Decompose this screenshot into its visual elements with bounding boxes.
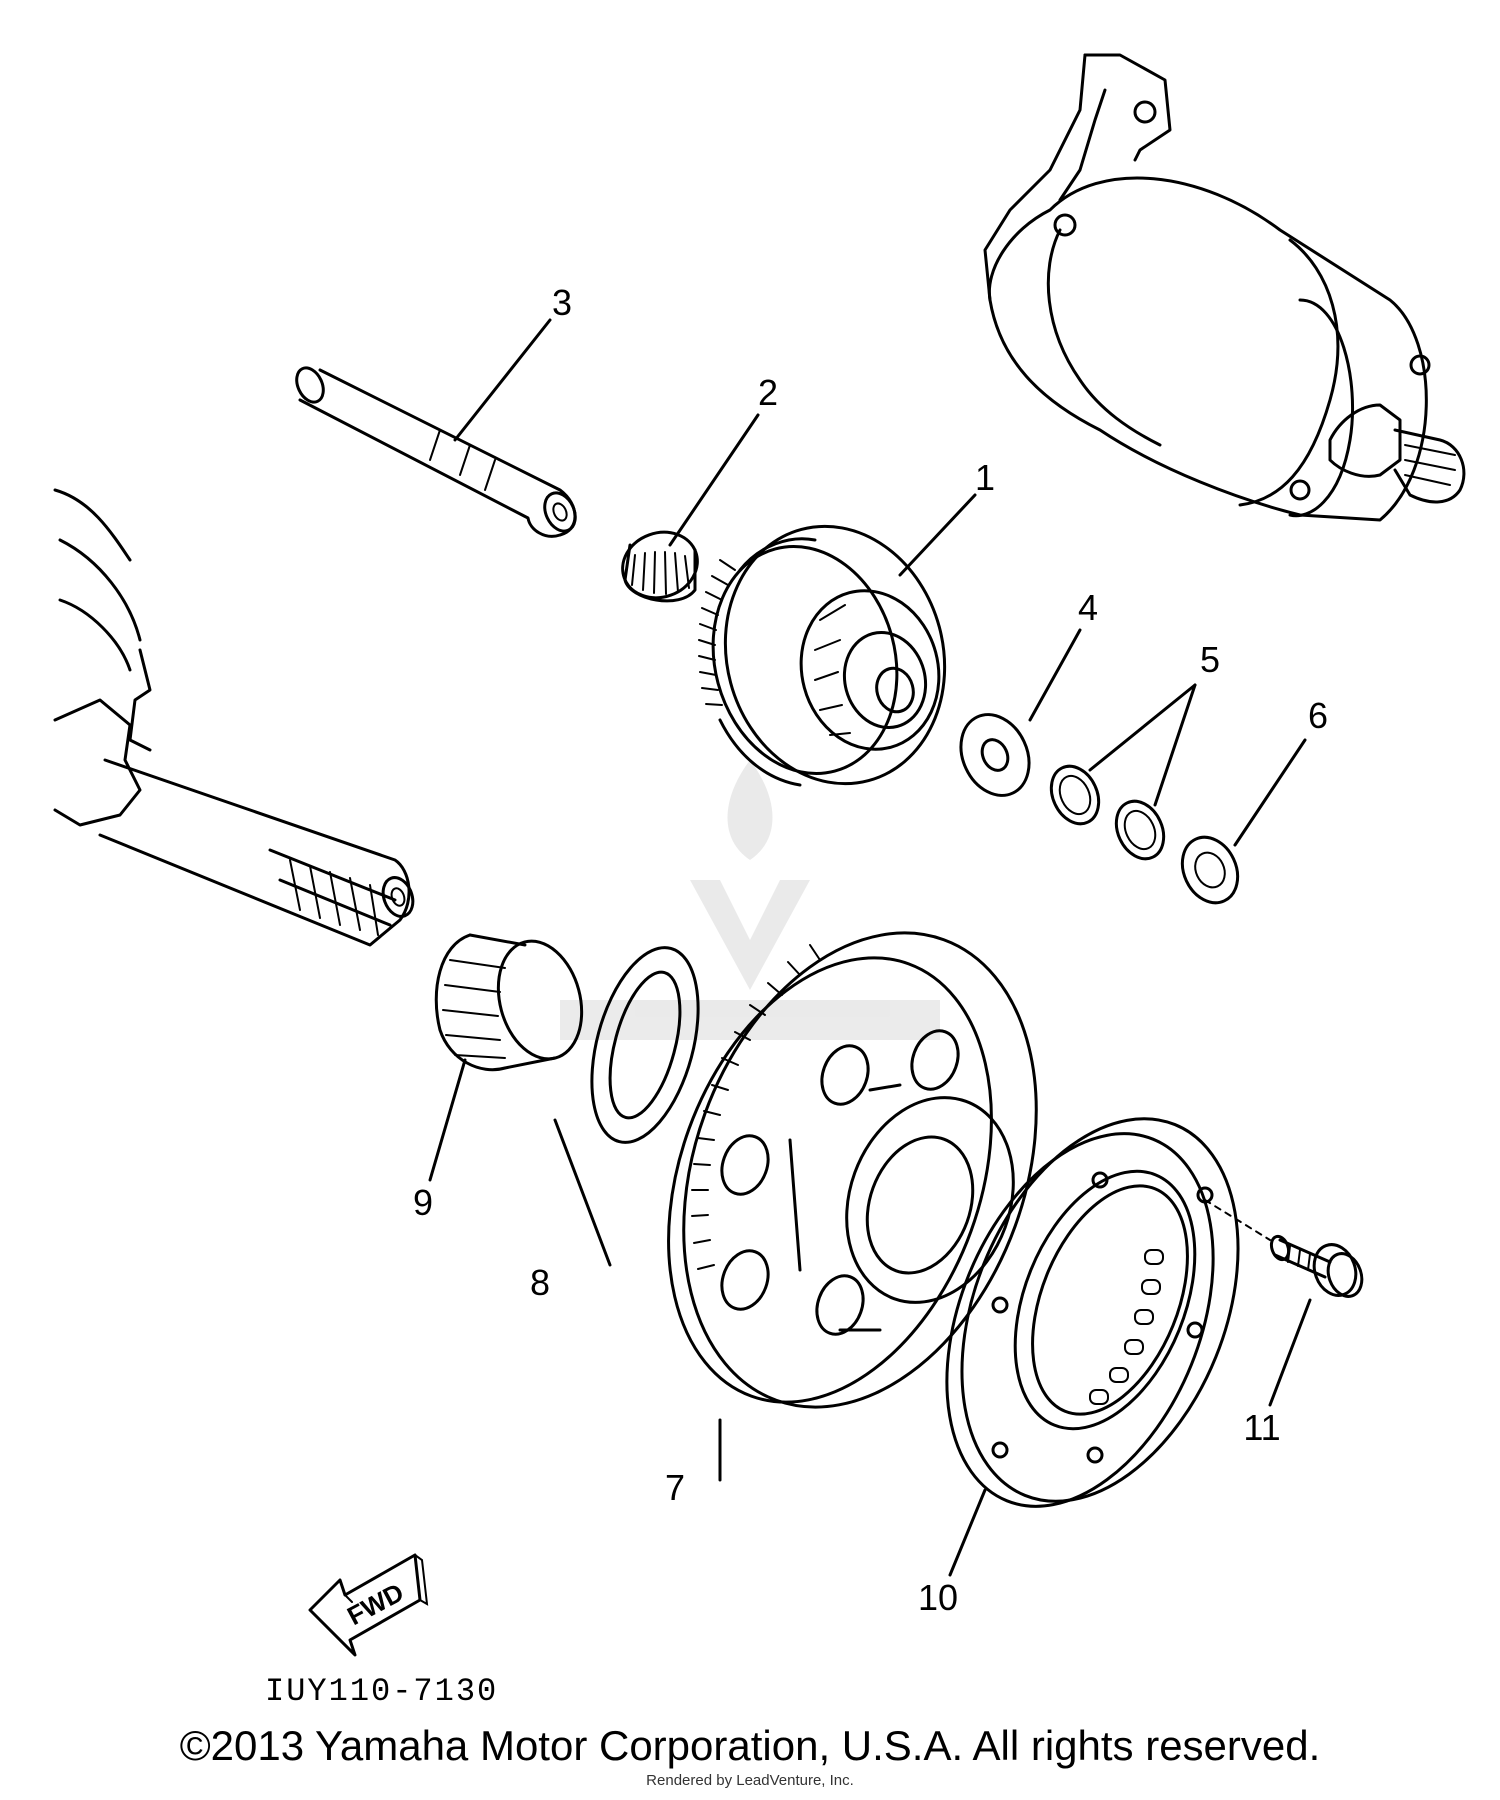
circlip-5b [1114, 799, 1166, 861]
callout-6: 6 [1308, 695, 1328, 736]
circlip-5a [1049, 764, 1101, 826]
callout-8: 8 [530, 1262, 550, 1303]
washer-4 [959, 713, 1031, 797]
callout-7: 7 [665, 1467, 685, 1508]
shaft-3 [295, 366, 577, 538]
watermark-logo [560, 760, 940, 1040]
washer-6 [1180, 835, 1240, 905]
needle-bearing-9 [434, 933, 584, 1072]
washer-8 [590, 946, 700, 1144]
needle-bearing-2 [621, 530, 699, 603]
rendered-by-text: Rendered by LeadVenture, Inc. [646, 1772, 854, 1789]
diagram-code: IUY110-7130 [265, 1673, 498, 1710]
callout-9: 9 [413, 1182, 433, 1223]
fwd-label: FWD [342, 1577, 408, 1631]
callout-11: 11 [1243, 1407, 1280, 1448]
callout-4: 4 [1078, 587, 1098, 628]
fwd-arrow: FWD [308, 1553, 429, 1657]
callouts: 1 2 3 4 5 6 7 8 9 10 11 [413, 282, 1328, 1618]
starter-motor [983, 53, 1466, 522]
callout-5: 5 [1200, 639, 1220, 680]
starter-wheel-gear-7 [667, 931, 1038, 1409]
callout-10: 10 [918, 1577, 958, 1618]
starter-clutch-gear-1 [698, 524, 947, 787]
one-way-clutch-10 [945, 1117, 1240, 1508]
copyright-text: ©2013 Yamaha Motor Corporation, U.S.A. A… [179, 1722, 1321, 1769]
bolt-11 [1204, 1199, 1364, 1298]
crankshaft [53, 488, 415, 947]
callout-2: 2 [758, 372, 778, 413]
leader-lines [428, 318, 1312, 1577]
callout-3: 3 [552, 282, 572, 323]
callout-1: 1 [975, 457, 995, 498]
